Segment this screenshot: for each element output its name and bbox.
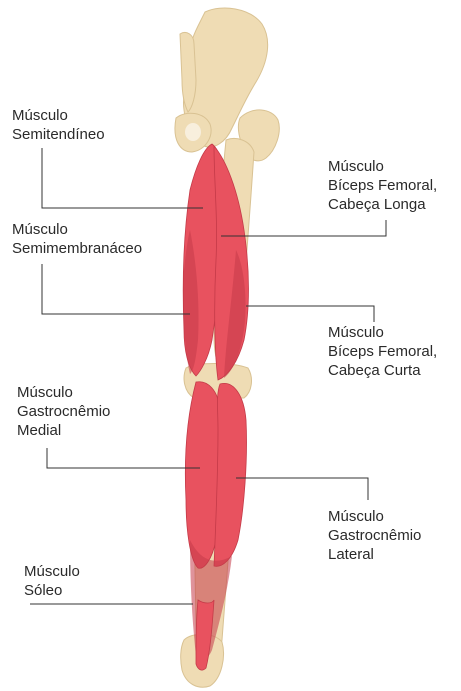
- label-gastro-lateral-line3: Lateral: [328, 545, 421, 564]
- label-semitendineo: Músculo Semitendíneo: [12, 106, 105, 144]
- sacrum-bone: [180, 32, 196, 112]
- label-soleo: Músculo Sóleo: [24, 562, 80, 600]
- label-biceps-curta-line2: Bíceps Femoral,: [328, 342, 437, 361]
- label-biceps-curta: Músculo Bíceps Femoral, Cabeça Curta: [328, 323, 437, 380]
- label-gastro-medial-line1: Músculo: [17, 383, 110, 402]
- label-biceps-longa-line3: Cabeça Longa: [328, 195, 437, 214]
- label-semitendineo-line1: Músculo: [12, 106, 105, 125]
- label-semimembranaceo: Músculo Semimembranáceo: [12, 220, 142, 258]
- label-biceps-longa-line2: Bíceps Femoral,: [328, 176, 437, 195]
- leader-semimembranaceo: [42, 264, 190, 314]
- gastrocnemius-lateral-shape: [214, 383, 247, 566]
- obturator-foramen: [185, 123, 201, 141]
- label-gastro-lateral-line1: Músculo: [328, 507, 421, 526]
- label-gastro-lateral: Músculo Gastrocnêmio Lateral: [328, 507, 421, 564]
- label-soleo-line1: Músculo: [24, 562, 80, 581]
- label-semimembranaceo-line1: Músculo: [12, 220, 142, 239]
- leader-semitendineo: [42, 148, 203, 208]
- label-biceps-curta-line1: Músculo: [328, 323, 437, 342]
- label-gastro-lateral-line2: Gastrocnêmio: [328, 526, 421, 545]
- label-biceps-longa-line1: Músculo: [328, 157, 437, 176]
- leader-gastro-medial: [47, 448, 200, 468]
- label-biceps-curta-line3: Cabeça Curta: [328, 361, 437, 380]
- label-semitendineo-line2: Semitendíneo: [12, 125, 105, 144]
- leader-gastro-lateral: [236, 478, 368, 500]
- label-soleo-line2: Sóleo: [24, 581, 80, 600]
- label-biceps-longa: Músculo Bíceps Femoral, Cabeça Longa: [328, 157, 437, 214]
- leader-biceps-curta: [246, 306, 374, 322]
- label-semimembranaceo-line2: Semimembranáceo: [12, 239, 142, 258]
- label-gastro-medial: Músculo Gastrocnêmio Medial: [17, 383, 110, 440]
- label-gastro-medial-line3: Medial: [17, 421, 110, 440]
- label-gastro-medial-line2: Gastrocnêmio: [17, 402, 110, 421]
